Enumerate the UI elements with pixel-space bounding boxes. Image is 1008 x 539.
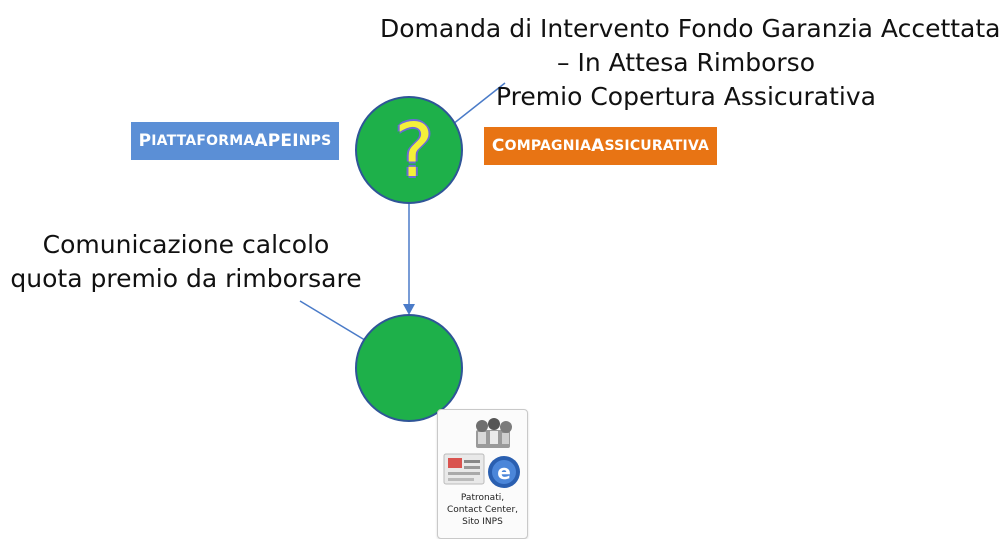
pill-left-initial: P: [138, 131, 152, 151]
side-line-1: Comunicazione calcolo: [42, 230, 330, 259]
pill-right-rest: OMPAGNIA: [504, 138, 592, 154]
pill-left-rest: IATTAFORMA: [151, 133, 255, 149]
header-line-2: – In Attesa Rimborso: [557, 48, 815, 77]
contact-center-people-icon: [476, 418, 512, 448]
question-mark-icon: ?: [394, 108, 434, 194]
pill-right-a-rest: SSICURATIVA: [604, 138, 710, 154]
channels-caption: Patronati, Contact Center, Sito INPS: [438, 492, 527, 528]
channels-caption-line-2: Contact Center,: [446, 505, 519, 515]
node-top-circle: [355, 96, 463, 204]
svg-text:e: e: [497, 460, 511, 484]
header-line-1: Domanda di Intervento Fondo Garanzia Acc…: [380, 14, 1001, 43]
channels-card: e Patronati, Contact Center, Sito INPS: [437, 409, 528, 539]
header-line-3: Premio Copertura Assicurativa: [496, 82, 876, 111]
header-callout-text: Domanda di Intervento Fondo Garanzia Acc…: [380, 12, 1001, 114]
node-bottom-circle: [355, 314, 463, 422]
side-callout-text: Comunicazione calcolo quota premio da ri…: [0, 228, 372, 296]
pill-left-inps-initial: I: [292, 131, 299, 151]
pill-left-ape: APE: [254, 131, 293, 151]
channels-caption-line-3: Sito INPS: [462, 517, 503, 527]
patronati-office-icon: [443, 453, 485, 485]
internet-explorer-icon: e: [488, 456, 520, 488]
side-line-2: quota premio da rimborsare: [10, 264, 362, 293]
pill-right-a-initial: A: [591, 136, 605, 156]
pill-right-initial: C: [491, 136, 505, 156]
callout-line-top: [447, 82, 506, 129]
channels-caption-line-1: Patronati,: [460, 493, 505, 503]
connector-arrow-head: [403, 304, 415, 315]
pill-left-inps-rest: NPS: [298, 133, 332, 149]
